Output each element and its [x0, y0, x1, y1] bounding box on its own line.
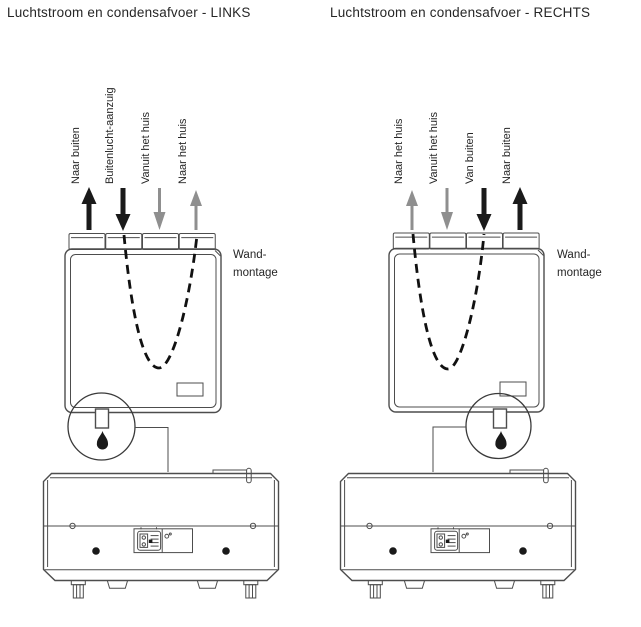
arrow-vanuit-het-huis-down-icon [153, 188, 166, 230]
wall-unit-left [64, 248, 222, 414]
floor-unit-left [42, 467, 280, 599]
arrow-naar-het-huis-up-icon [190, 190, 202, 230]
drain-spout [492, 408, 508, 429]
floor-unit-right [339, 467, 577, 599]
wall-mount-label-right: Wand- montage [557, 247, 602, 282]
drain-spout [94, 408, 110, 429]
leader-line-right [432, 426, 466, 472]
left-diagram-title: Luchtstroom en condensafvoer - LINKS [7, 5, 251, 20]
magnifier-circle-callout [67, 392, 136, 461]
wall-mount-label-line1: Wand- [557, 249, 591, 261]
duct-collars-left [68, 233, 216, 250]
arrow-naar-buiten-up-icon [81, 187, 97, 230]
condensate-detail-left [67, 392, 169, 472]
arrow-van-buiten-down-icon [476, 188, 492, 231]
rating-plate [176, 382, 204, 397]
wall-unit-right [388, 247, 545, 413]
arrow-vanuit-het-huis-down-icon [441, 188, 453, 230]
right-diagram [339, 187, 577, 599]
duct-collars-right [392, 232, 540, 250]
left-diagram [42, 187, 280, 599]
water-droplet-icon [495, 431, 507, 450]
right-diagram-title: Luchtstroom en condensafvoer - RECHTS [330, 5, 591, 20]
wall-mount-label-left: Wand- montage [233, 247, 278, 282]
airflow-dashed-path-left [122, 234, 199, 370]
magnifier-circle-callout [465, 392, 532, 460]
arrow-naar-buiten-up-icon [512, 187, 528, 230]
water-droplet-icon [96, 431, 109, 450]
wall-mount-label-line2: montage [557, 266, 602, 279]
rating-plate [499, 381, 527, 397]
leader-line-left [135, 427, 169, 472]
wall-mount-label-line1: Wand- [233, 249, 267, 261]
arrow-buitenlucht-aanzuig-down-icon [115, 188, 131, 231]
condensate-detail-right [432, 392, 532, 472]
arrow-naar-het-huis-up-icon [406, 190, 418, 230]
wall-mount-label-line2: montage [233, 266, 278, 279]
airflow-dashed-path-right [411, 233, 486, 371]
